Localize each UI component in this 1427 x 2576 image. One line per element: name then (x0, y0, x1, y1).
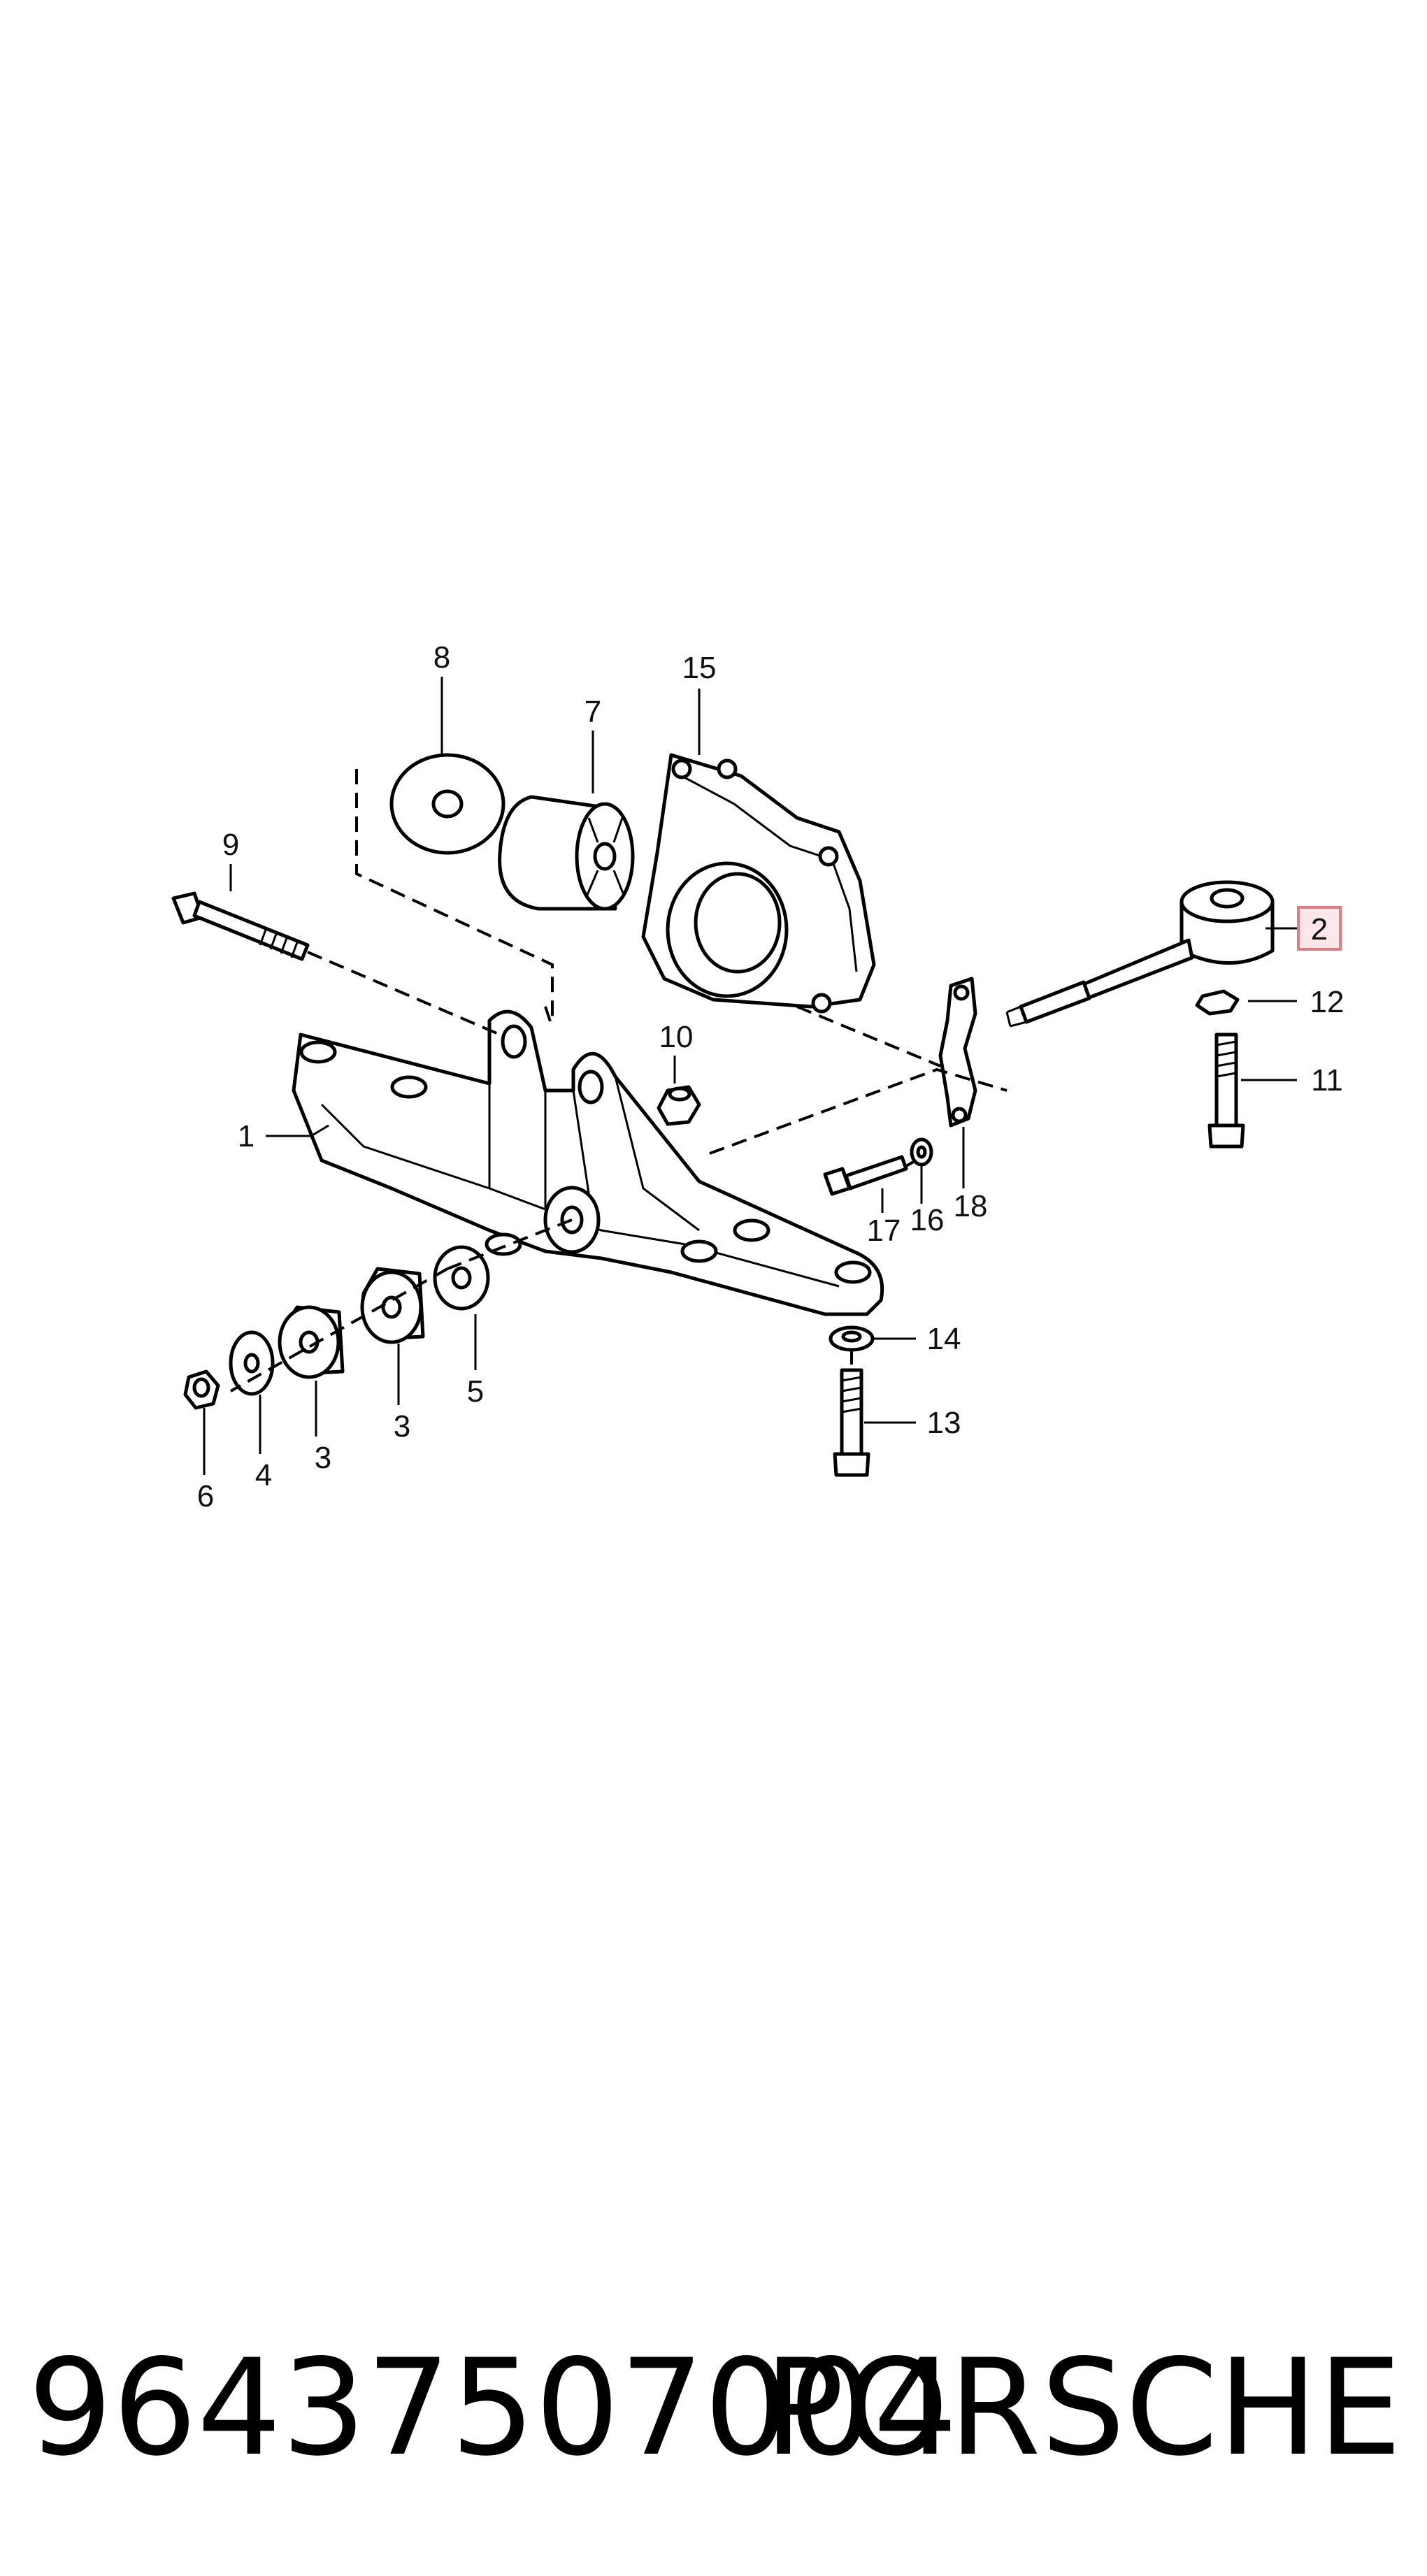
callout-10[interactable]: 10 (659, 1020, 694, 1054)
part-1-bracket[interactable] (292, 1009, 884, 1316)
callout-labels: 8 7 15 9 10 1 2 12 11 17 16 18 14 13 5 3… (197, 640, 1344, 1513)
part-5-washer[interactable] (433, 1245, 490, 1311)
footer-part-number: 96437507004 (28, 2331, 958, 2485)
part-18-bracket-plate[interactable] (938, 977, 977, 1128)
part-9-long-bolt[interactable] (171, 891, 310, 961)
callout-2[interactable]: 2 (1311, 912, 1328, 947)
part-11-bolt[interactable] (1207, 1032, 1245, 1149)
part-6-nut[interactable] (183, 1369, 220, 1410)
leader-lines (203, 677, 1307, 1475)
part-3-rubber-bushing-left[interactable] (278, 1305, 345, 1379)
part-10-nut[interactable] (657, 1085, 701, 1126)
part-12-nut[interactable] (1195, 989, 1240, 1016)
footer: 96437507004 PORSCHE (28, 2331, 1402, 2485)
callout-5[interactable]: 5 (467, 1374, 484, 1409)
callout-8[interactable]: 8 (433, 640, 450, 675)
part-8-rubber-washer[interactable] (389, 753, 505, 855)
part-3-rubber-bushing-right[interactable] (360, 1267, 425, 1344)
footer-brand: PORSCHE (764, 2331, 1402, 2485)
callout-1[interactable]: 1 (238, 1119, 254, 1153)
part-17-small-bolt[interactable] (823, 1155, 908, 1196)
part-2-mount-bushing[interactable] (1005, 880, 1275, 1028)
part-14-washer[interactable] (829, 1325, 875, 1352)
callout-15[interactable]: 15 (682, 651, 717, 685)
callout-17[interactable]: 17 (867, 1214, 901, 1248)
callout-11[interactable]: 11 (1311, 1063, 1343, 1098)
callout-12[interactable]: 12 (1310, 985, 1344, 1019)
part-16-washer[interactable] (910, 1137, 933, 1167)
part-7-rubber-mount[interactable] (498, 795, 635, 911)
callout-14[interactable]: 14 (927, 1322, 961, 1356)
callout-2-highlight (1297, 906, 1342, 951)
callout-7[interactable]: 7 (585, 695, 601, 729)
callout-9[interactable]: 9 (222, 828, 239, 862)
callout-6[interactable]: 6 (197, 1479, 214, 1513)
callout-3-right[interactable]: 3 (394, 1409, 410, 1444)
assembly-lines (230, 769, 1007, 1393)
callout-13[interactable]: 13 (927, 1406, 961, 1440)
part-15-mount-housing[interactable] (641, 753, 876, 1014)
callout-18[interactable]: 18 (954, 1189, 988, 1223)
callout-4[interactable]: 4 (255, 1458, 272, 1492)
part-4-washer[interactable] (229, 1330, 275, 1396)
callout-16[interactable]: 16 (910, 1203, 945, 1237)
part-13-bolt[interactable] (833, 1368, 870, 1477)
callout-3-left[interactable]: 3 (315, 1441, 331, 1475)
